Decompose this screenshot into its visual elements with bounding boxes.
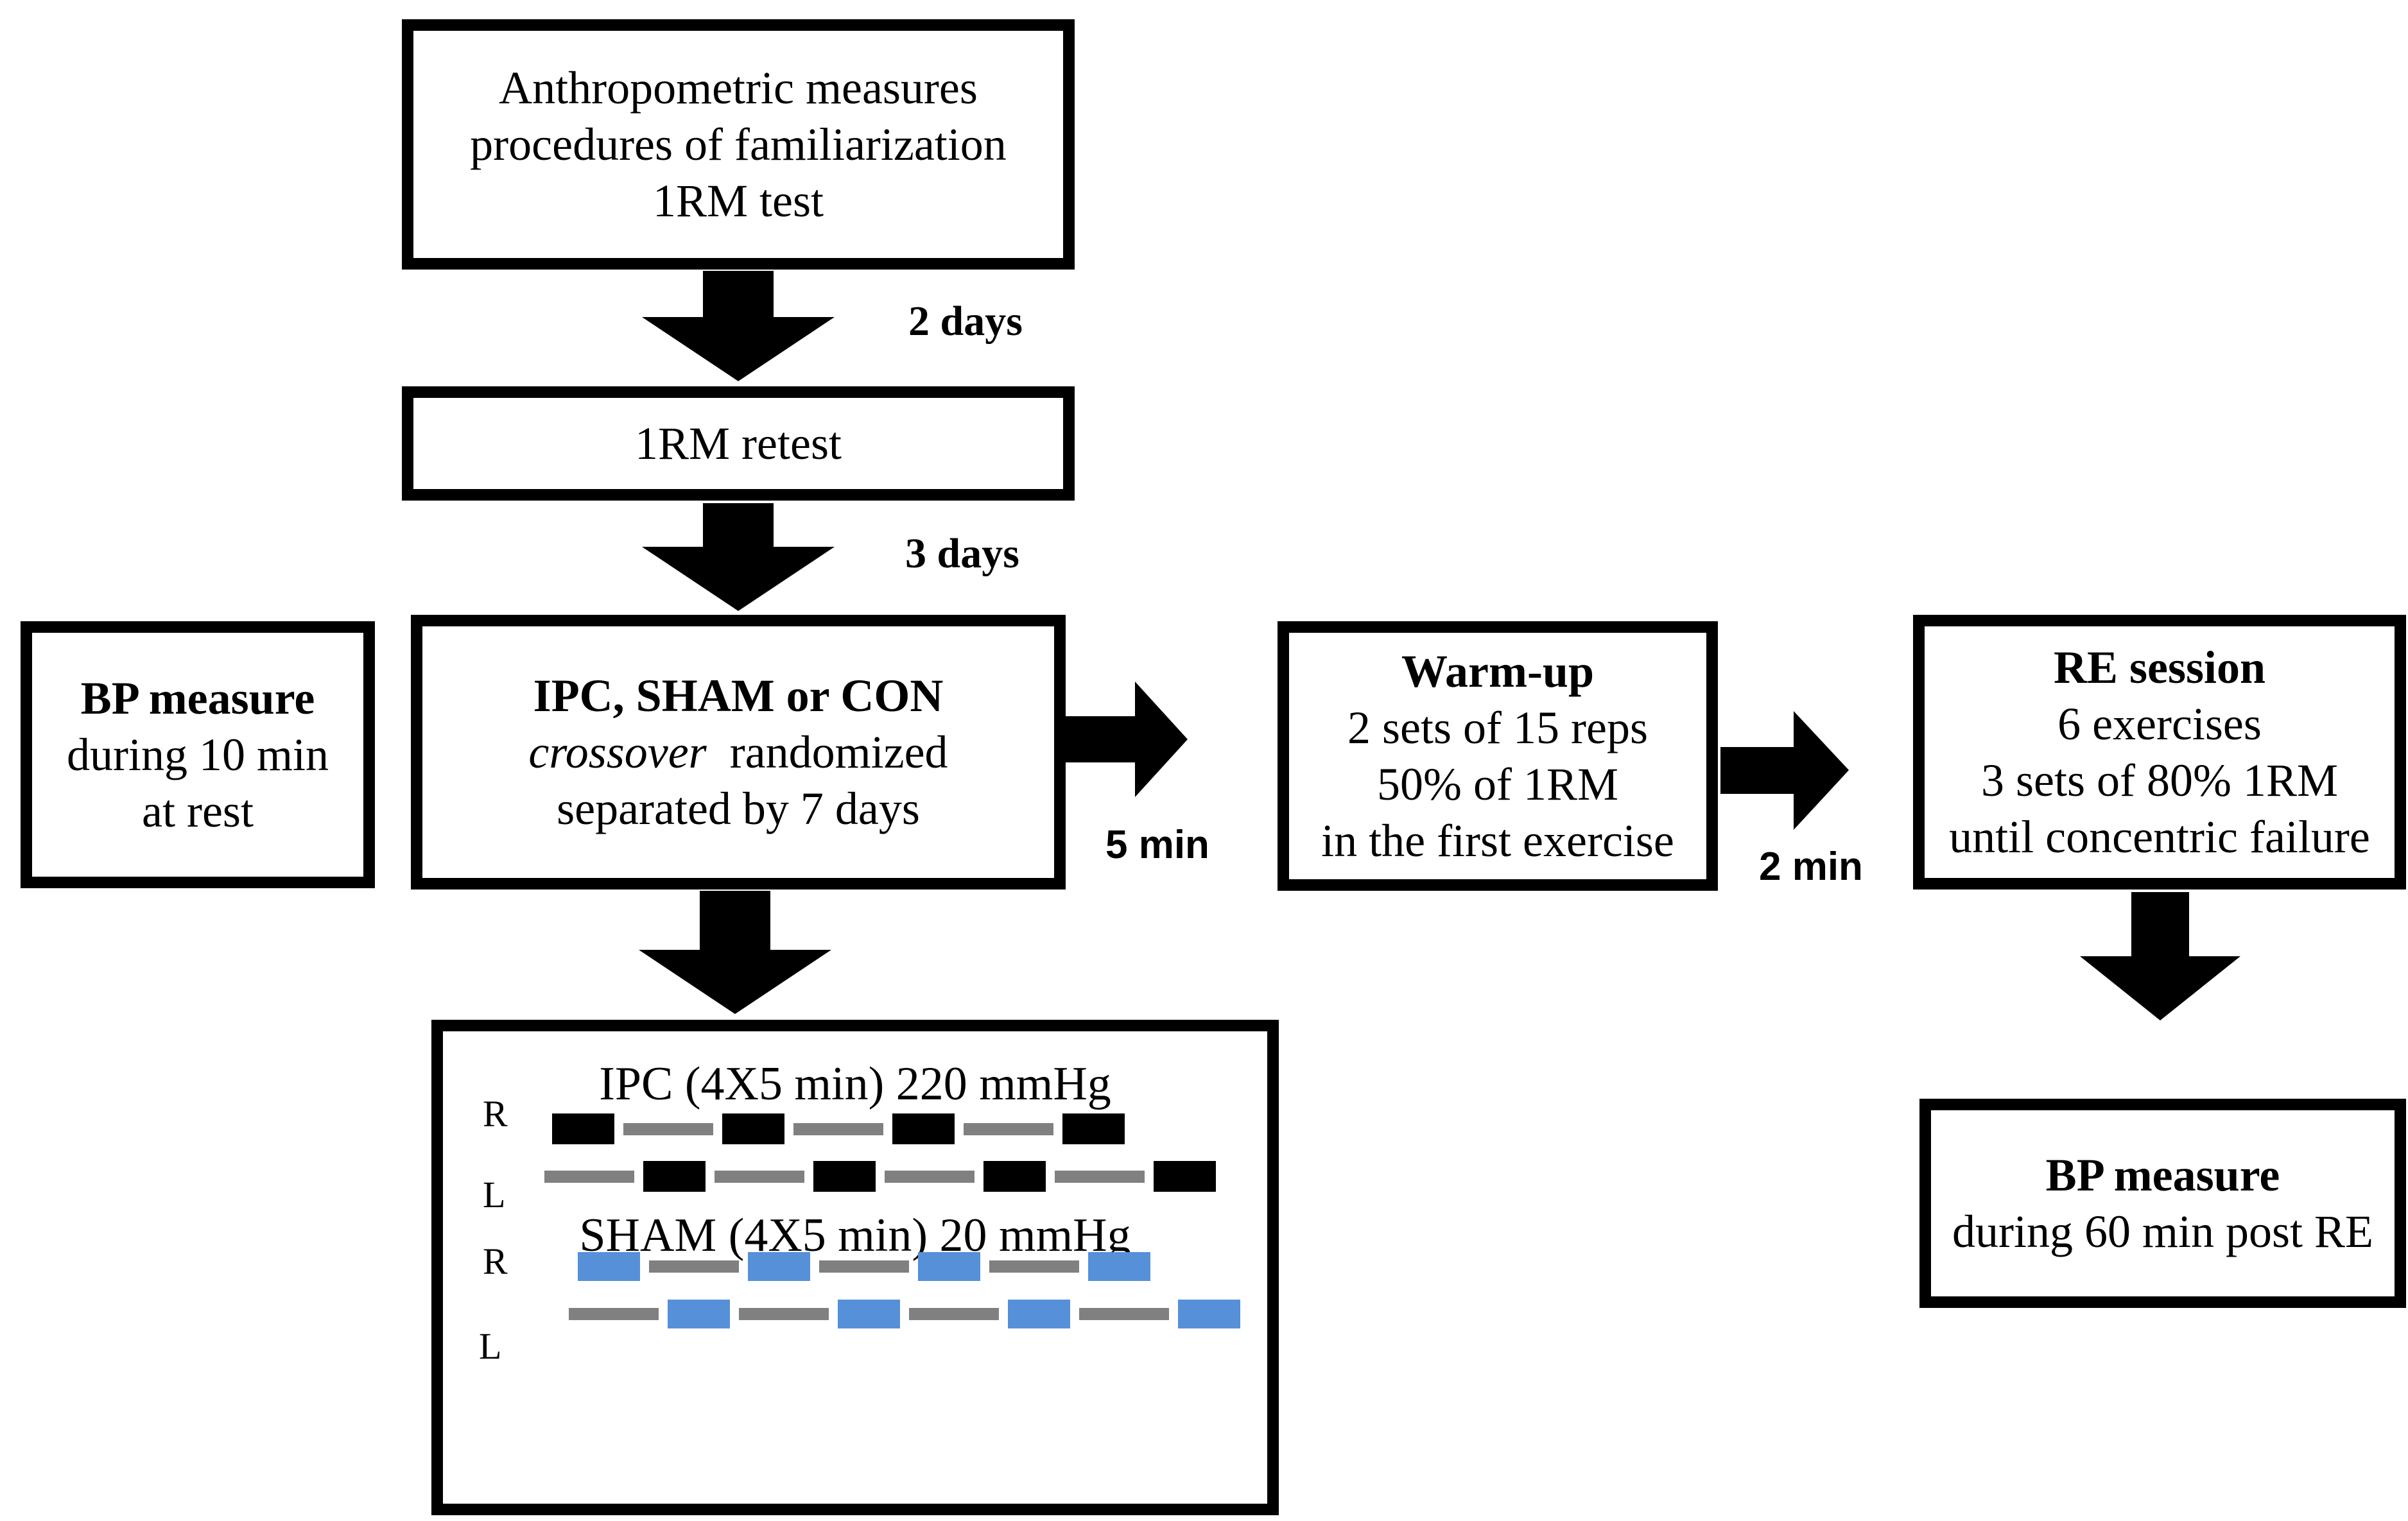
re-session-line: 6 exercises [2057, 698, 2262, 750]
reperfusion-rest-dash [989, 1260, 1079, 1273]
warmup-box: Warm-up 2 sets of 15 reps 50% of 1RM in … [1278, 621, 1718, 891]
reperfusion-rest-dash [1055, 1170, 1145, 1183]
warmup-line: in the first exercise [1321, 815, 1674, 866]
re-session-line: until concentric failure [1949, 811, 2370, 863]
sham-cuff-inflation-block [1008, 1300, 1070, 1328]
reperfusion-rest-dash [623, 1122, 713, 1135]
ipc-cuff-inflation-block [892, 1113, 955, 1144]
ipc-cuff-inflation-block [1062, 1113, 1125, 1144]
sham-cuff-inflation-block [838, 1300, 900, 1328]
reperfusion-rest-dash [649, 1260, 739, 1273]
ipc-cuff-inflation-block [722, 1113, 784, 1144]
down-arrow-icon [642, 503, 835, 611]
reperfusion-rest-dash [909, 1308, 999, 1320]
sham-right-leg-row [578, 1252, 1150, 1281]
warmup-line: 2 sets of 15 reps [1347, 702, 1648, 753]
ipc-cuff-inflation-block [552, 1113, 614, 1144]
intervention-line2: crossover randomized [528, 724, 948, 780]
re-session-box: RE session 6 exercises 3 sets of 80% 1RM… [1913, 615, 2406, 889]
sham-cuff-inflation-block [748, 1252, 810, 1281]
row-label-left-leg: L [483, 1174, 506, 1216]
down-arrow-icon [642, 271, 835, 381]
sham-cuff-inflation-block [578, 1252, 640, 1281]
warmup-line: 50% of 1RM [1377, 759, 1618, 810]
reperfusion-rest-dash [569, 1308, 659, 1320]
re-session-line: 3 sets of 80% 1RM [1981, 755, 2338, 806]
ipc-left-leg-row [544, 1161, 1216, 1192]
bp-rest-line: during 10 min [67, 729, 329, 780]
reperfusion-rest-dash [739, 1308, 829, 1320]
row-label-left-leg: L [479, 1325, 502, 1367]
anthro-line: 1RM test [652, 175, 824, 227]
re-session-title: RE session [2053, 642, 2266, 693]
intervention-box: IPC, SHAM or CON crossover randomized se… [411, 615, 1066, 889]
reperfusion-rest-dash [819, 1260, 909, 1273]
bp-rest-title: BP measure [80, 673, 315, 724]
reperfusion-rest-dash [1079, 1308, 1169, 1320]
interval-label-2-days: 2 days [908, 298, 1023, 345]
down-arrow-icon [2080, 892, 2240, 1020]
interval-label-5-min: 5 min [1105, 823, 1209, 867]
warmup-title: Warm-up [1401, 646, 1595, 697]
ipc-cuff-inflation-block [643, 1161, 706, 1192]
reperfusion-rest-dash [544, 1170, 634, 1183]
row-label-right-leg: R [483, 1093, 508, 1135]
sham-protocol-title: SHAM (4X5 min) 20 mmHg [579, 1209, 1131, 1262]
row-label-right-leg: R [483, 1241, 508, 1282]
crossover-word: crossover [528, 726, 707, 778]
reperfusion-rest-dash [885, 1170, 974, 1183]
interval-label-2-min: 2 min [1759, 845, 1863, 889]
ipc-cuff-inflation-block [983, 1161, 1046, 1192]
ipc-right-leg-row [552, 1113, 1125, 1144]
bp-post-title: BP measure [2045, 1149, 2280, 1201]
anthropometric-box: Anthropometric measures procedures of fa… [402, 19, 1075, 270]
cuff-protocol-box: IPC (4X5 min) 220 mmHg R L SHAM (4X5 min… [431, 1020, 1279, 1515]
bp-post-box: BP measure during 60 min post RE [1919, 1099, 2406, 1308]
down-arrow-icon [639, 891, 831, 1014]
ipc-cuff-inflation-block [813, 1161, 876, 1192]
ipc-cuff-inflation-block [1154, 1161, 1216, 1192]
interval-label-3-days: 3 days [905, 530, 1019, 577]
rm-retest-box: 1RM retest [402, 386, 1075, 501]
sham-cuff-inflation-block [1088, 1252, 1150, 1281]
bp-rest-box: BP measure during 10 min at rest [21, 621, 375, 888]
reperfusion-rest-dash [964, 1122, 1053, 1135]
right-arrow-icon [1720, 711, 1849, 830]
randomized-word: randomized [706, 726, 948, 778]
bp-rest-line: at rest [142, 786, 254, 837]
reperfusion-rest-dash [793, 1122, 883, 1135]
right-arrow-icon [1066, 682, 1188, 797]
reperfusion-rest-dash [715, 1170, 804, 1183]
intervention-line3: separated by 7 days [557, 783, 920, 834]
anthro-line: Anthropometric measures [499, 62, 978, 114]
sham-cuff-inflation-block [1178, 1300, 1240, 1328]
sham-left-leg-row [569, 1300, 1240, 1328]
retest-line: 1RM retest [635, 418, 842, 469]
bp-post-line: during 60 min post RE [1952, 1206, 2373, 1257]
sham-cuff-inflation-block [668, 1300, 730, 1328]
anthro-line: procedures of familiarization [470, 119, 1007, 170]
sham-cuff-inflation-block [918, 1252, 980, 1281]
intervention-title: IPC, SHAM or CON [533, 670, 944, 721]
ipc-protocol-title: IPC (4X5 min) 220 mmHg [599, 1058, 1111, 1110]
